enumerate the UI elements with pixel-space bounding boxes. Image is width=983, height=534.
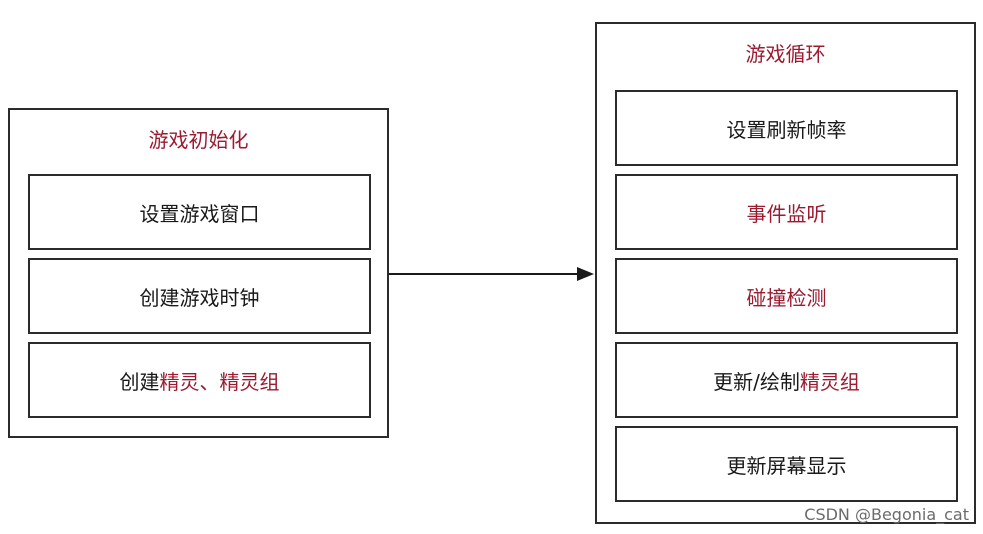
step-update-draw-label: 更新/绘制: [713, 369, 800, 394]
game-loop-group: 游戏循环 设置刷新帧率 事件监听 碰撞检测 更新/绘制精灵组 更新屏幕显示: [595, 22, 976, 524]
step-set-framerate-label: 设置刷新帧率: [726, 117, 847, 142]
step-collision-detect: 碰撞检测: [615, 258, 958, 334]
game-loop-title: 游戏循环: [745, 42, 826, 66]
game-init-title: 游戏初始化: [148, 128, 249, 152]
step-create-sprites: 创建精灵、精灵组: [28, 342, 371, 418]
step-event-listen-label: 事件监听: [746, 201, 827, 226]
step-update-draw: 更新/绘制精灵组: [615, 342, 958, 418]
step-collision-detect-label: 碰撞检测: [746, 285, 827, 310]
step-create-sprites-highlight: 精灵、精灵组: [159, 369, 280, 394]
game-init-group: 游戏初始化 设置游戏窗口 创建游戏时钟 创建精灵、精灵组: [8, 108, 389, 438]
step-event-listen: 事件监听: [615, 174, 958, 250]
step-create-clock: 创建游戏时钟: [28, 258, 371, 334]
step-update-display: 更新屏幕显示: [615, 426, 958, 502]
step-set-window-label: 设置游戏窗口: [139, 201, 260, 226]
watermark: CSDN @Begonia_cat: [804, 505, 969, 524]
step-update-display-label: 更新屏幕显示: [726, 453, 847, 478]
step-create-sprites-label: 创建: [119, 369, 160, 394]
arrow-head-icon: [577, 267, 594, 281]
flow-arrow: [389, 267, 594, 281]
step-update-draw-highlight: 精灵组: [799, 369, 860, 394]
step-set-window: 设置游戏窗口: [28, 174, 371, 250]
step-set-framerate: 设置刷新帧率: [615, 90, 958, 166]
step-create-clock-label: 创建游戏时钟: [139, 285, 260, 310]
